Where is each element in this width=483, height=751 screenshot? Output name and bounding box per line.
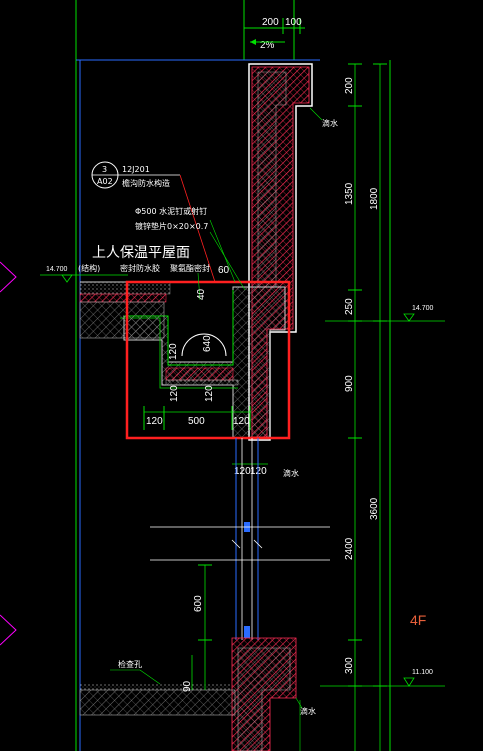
dim-120-v1: 120: [168, 343, 179, 360]
dim-60: 60: [218, 265, 230, 276]
roof-slab: [79, 281, 171, 295]
note-structure: (结构): [78, 263, 100, 273]
level-bottom-right: 11.100: [412, 669, 433, 676]
lower-wall-structure: [237, 647, 291, 751]
dim-600: 600: [193, 595, 204, 612]
dim-right-250: 250: [344, 298, 355, 315]
top-dim-100: 100: [285, 17, 302, 28]
dim-120-h2: 120: [233, 416, 250, 427]
gutter-base: [165, 379, 239, 386]
callout-ref: 12J201: [122, 165, 150, 174]
roof-layer: [79, 293, 167, 303]
parapet-outer-outline: [248, 63, 313, 441]
note-drip-3: 滴水: [300, 706, 316, 716]
dim-40: 40: [196, 288, 207, 300]
dim-right-200: 200: [344, 77, 355, 94]
lower-slab: [79, 689, 236, 716]
dim-640: 640: [202, 335, 213, 352]
dim-right-1800: 1800: [369, 187, 380, 210]
roof-structure: [79, 301, 165, 339]
floor-label: 4F: [410, 612, 426, 628]
highlight-box: [125, 280, 291, 440]
note-nail: Φ500 水泥钉或射钉: [135, 206, 207, 216]
dim-120-v3: 120: [204, 385, 215, 402]
note-drip-2: 滴水: [283, 468, 299, 478]
callout-sub: A02: [97, 177, 113, 186]
dim-120-v2: 120: [169, 385, 180, 402]
note-sealant-left: 密封防水胶: [120, 263, 160, 273]
gutter-insulation-lining: [165, 367, 234, 381]
dim-120-h1: 120: [146, 416, 163, 427]
gutter-drain: [181, 333, 227, 357]
dim-right-2400: 2400: [344, 537, 355, 560]
note-batten: 镀锌垫片0×20×0.7: [135, 221, 208, 231]
dim-90: 90: [182, 680, 193, 692]
note-drip-1: 滴水: [322, 118, 338, 128]
section-marker-lower: [0, 614, 17, 646]
callout-number: 3: [102, 165, 107, 174]
window-mullion: [244, 626, 250, 638]
section-marker-upper: [0, 261, 17, 293]
dim-right-1350: 1350: [344, 182, 355, 205]
dim-right-900: 900: [344, 375, 355, 392]
dim-right-3600: 3600: [369, 497, 380, 520]
note-bottom: 检查孔: [118, 659, 142, 669]
callout-desc: 檐沟防水构造: [122, 178, 170, 188]
roof-title: 上人保温平屋面: [92, 245, 190, 261]
dim-120-h4: 120: [250, 466, 267, 477]
level-left: 14.700: [46, 266, 68, 273]
dim-500: 500: [188, 416, 205, 427]
dim-120-h3: 120: [234, 466, 251, 477]
lower-slab-top: [80, 684, 230, 690]
dim-right-300: 300: [344, 657, 355, 674]
slope-label: 2%: [260, 40, 275, 51]
note-sealant-right: 聚氨酯密封: [170, 263, 210, 273]
level-right: 14.700: [412, 305, 434, 312]
top-dim-200: 200: [262, 17, 279, 28]
